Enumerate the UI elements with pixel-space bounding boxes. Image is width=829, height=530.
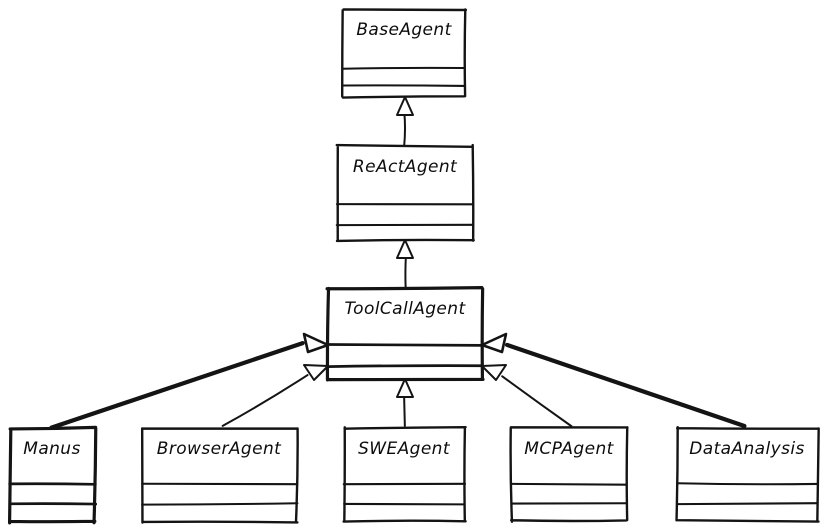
class-box-outline	[342, 425, 467, 523]
class-box-manus[interactable]: Manus	[7, 425, 98, 525]
class-name-label: ReActAgent	[353, 157, 458, 177]
generalization-arrowhead	[396, 96, 414, 116]
generalization-arrowhead	[480, 332, 508, 354]
class-box-outline	[509, 426, 629, 523]
edge-line	[49, 341, 305, 430]
generalization-arrowhead	[302, 332, 330, 354]
attributes-compartment-divider	[510, 482, 628, 486]
class-box-base-agent[interactable]: BaseAgent	[341, 8, 468, 99]
class-box-outline	[335, 143, 475, 243]
generalization-arrowhead	[396, 239, 414, 259]
class-name-label: Manus	[23, 439, 81, 459]
edge-line	[501, 375, 573, 428]
class-box-fill	[677, 428, 818, 521]
operations-compartment-divider	[141, 502, 299, 506]
class-box-outline	[7, 425, 98, 525]
edge-line	[504, 342, 747, 429]
class-name-label: SWEAgent	[358, 439, 451, 459]
class-name-label: ToolCallAgent	[344, 299, 466, 319]
attributes-compartment-divider	[676, 482, 819, 486]
class-box-fill	[142, 428, 297, 522]
class-name-label: BrowserAgent	[157, 439, 282, 459]
class-box-data-analysis[interactable]: DataAnalysis	[675, 426, 820, 523]
generalization-arrowhead	[481, 364, 507, 381]
edge-line	[403, 394, 406, 427]
class-box-outline	[675, 426, 820, 523]
class-box-fill	[328, 288, 482, 379]
operations-compartment-divider	[326, 364, 484, 368]
edge-line	[403, 111, 407, 148]
class-box-fill	[511, 428, 627, 521]
generalization-browser-to-toolcall	[221, 364, 329, 427]
class-box-browser-agent[interactable]: BrowserAgent	[140, 427, 299, 524]
attributes-compartment-divider	[8, 482, 97, 486]
generalization-manus-to-toolcall	[49, 332, 330, 430]
class-name-label: DataAnalysis	[689, 439, 804, 459]
class-name-label: BaseAgent	[356, 20, 452, 40]
class-box-outline	[140, 427, 299, 524]
class-box-mcp-agent[interactable]: MCPAgent	[509, 426, 629, 523]
generalization-arrowhead	[396, 378, 414, 398]
attributes-compartment-divider	[326, 343, 484, 347]
generalization-arrowhead	[303, 364, 329, 381]
class-box-swe-agent[interactable]: SWEAgent	[342, 425, 467, 523]
generalization-mcp-to-toolcall	[481, 364, 573, 428]
edge-line	[221, 374, 309, 427]
class-box-outline	[341, 8, 468, 99]
edge-line	[404, 254, 407, 289]
class-box-react-agent[interactable]: ReActAgent	[335, 143, 475, 243]
class-box-fill	[344, 428, 465, 521]
operations-compartment-divider	[342, 84, 466, 87]
generalization-edges	[49, 96, 747, 430]
operations-compartment-divider	[676, 502, 819, 506]
generalization-react-to-base	[396, 96, 414, 148]
class-box-fill	[343, 10, 465, 97]
attributes-compartment-divider	[341, 66, 466, 70]
generalization-swe-to-toolcall	[396, 378, 414, 427]
generalization-dataanalysis-to-toolcall	[480, 332, 747, 429]
generalization-toolcall-to-react	[396, 239, 414, 289]
class-name-label: MCPAgent	[524, 439, 614, 459]
class-box-tool-call-agent[interactable]: ToolCallAgent	[325, 286, 485, 382]
class-box-fill	[10, 428, 95, 522]
class-box-outline	[325, 286, 485, 382]
